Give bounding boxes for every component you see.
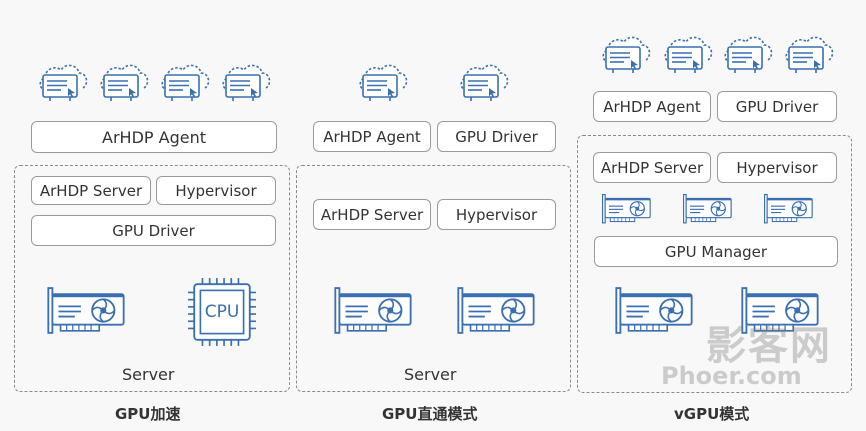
vm-icon <box>159 60 211 102</box>
gpu-driver-box: GPU Driver <box>717 91 837 122</box>
server-label: Server <box>122 365 175 384</box>
vm-icon <box>662 32 714 74</box>
vm-icon <box>783 32 835 74</box>
vgpu-icon <box>601 192 653 228</box>
vm-icon <box>600 32 652 74</box>
gpu-manager-box: GPU Manager <box>594 236 838 267</box>
gpu-card-icon <box>456 284 538 341</box>
vgpu-icon <box>763 192 815 228</box>
vgpu-icon <box>682 192 734 228</box>
vm-icon <box>220 60 272 102</box>
caption-gpu-passthrough: GPU直通模式 <box>382 405 478 423</box>
cpu-label: CPU <box>204 302 240 322</box>
vm-icon <box>722 32 774 74</box>
vm-icon <box>357 60 409 102</box>
vm-icon <box>98 60 150 102</box>
server-frame <box>14 165 290 392</box>
arhdp-agent-box: ArHDP Agent <box>31 121 277 153</box>
arhdp-server-box: ArHDP Server <box>31 176 151 205</box>
vm-icon <box>37 60 89 102</box>
gpu-driver-box: GPU Driver <box>437 121 556 152</box>
gpu-driver-box: GPU Driver <box>31 215 276 246</box>
hypervisor-box: Hypervisor <box>437 199 556 230</box>
arhdp-server-box: ArHDP Server <box>593 152 711 183</box>
arhdp-server-box: ArHDP Server <box>313 199 431 230</box>
hypervisor-box: Hypervisor <box>717 152 837 183</box>
gpu-card-icon <box>614 284 696 341</box>
hypervisor-box: Hypervisor <box>156 176 276 205</box>
gpu-card-icon <box>46 284 128 341</box>
caption-gpu-accel: GPU加速 <box>115 405 181 423</box>
vm-icon <box>458 60 510 102</box>
watermark-sub: Phoer.com <box>661 362 802 390</box>
server-frame <box>577 135 852 393</box>
server-frame <box>296 165 571 392</box>
caption-vgpu: vGPU模式 <box>674 405 750 423</box>
server-label: Server <box>404 365 457 384</box>
gpu-card-icon <box>333 284 415 341</box>
arhdp-agent-box: ArHDP Agent <box>313 121 431 152</box>
arhdp-agent-box: ArHDP Agent <box>593 91 711 122</box>
watermark-main: 影客网 <box>706 323 832 369</box>
cpu-chip-icon: CPU <box>186 276 258 348</box>
